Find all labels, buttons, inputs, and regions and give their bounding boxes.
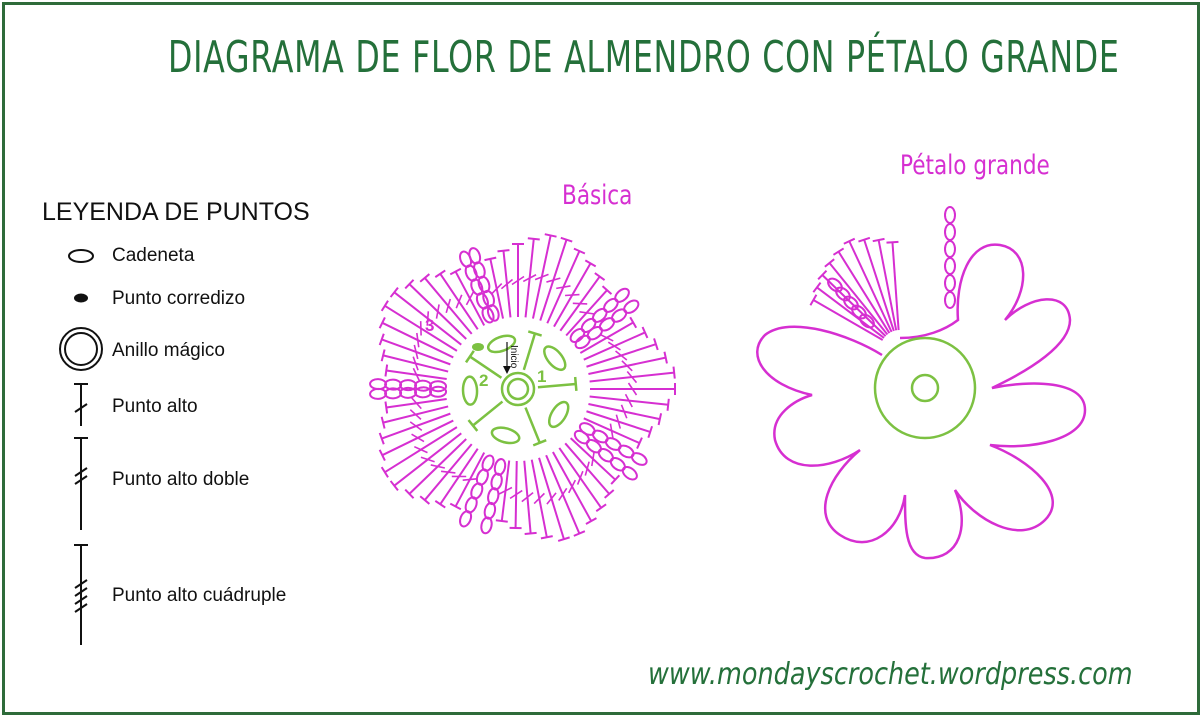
round-2-label: 2 [479,371,488,390]
round-1-label: 1 [537,367,546,386]
legend-label-chain: Cadeneta [112,245,195,266]
double-crochet-icon [74,383,88,426]
website-url: www.mondayscrochet.wordpress.com [648,657,1133,692]
basic-center-round: Inicio 1 2 3 [425,316,578,447]
basic-petal [480,429,638,542]
large-petal-outline [756,243,1087,560]
chain-stitch-icon [68,249,94,263]
slip-stitch-mark [472,343,484,351]
legend-label-quadruple-treble: Punto alto cuádruple [112,585,287,606]
treble-crochet-icon [74,437,88,530]
basic-petal [468,233,630,343]
large-petal-center-ring [873,336,977,440]
magic-ring [500,371,536,407]
page-title: DIAGRAMA DE FLOR DE ALMENDRO CON PÉTALO … [167,32,1120,83]
legend-label-magic-ring: Anillo mágico [112,340,225,361]
basic-petal [369,250,495,393]
basic-petal-group [369,233,676,542]
start-label: Inicio [508,345,519,369]
basic-flower-label: Básica [562,180,633,211]
legend-label-slip-stitch: Punto corredizo [112,288,246,309]
magic-ring-icon [59,327,103,371]
quadruple-treble-icon [74,544,88,645]
large-petal-stitch-group [809,206,956,341]
slip-stitch-icon [74,293,88,303]
legend-title: LEYENDA DE PUNTOS [42,198,310,226]
legend-label-treble-crochet: Punto alto doble [112,469,250,490]
large-petal-magic-ring [910,373,940,403]
round-3-label: 3 [425,316,434,335]
basic-petal [369,385,495,528]
large-petal-label: Pétalo grande [900,150,1050,181]
legend-label-double-crochet: Punto alto [112,396,198,417]
